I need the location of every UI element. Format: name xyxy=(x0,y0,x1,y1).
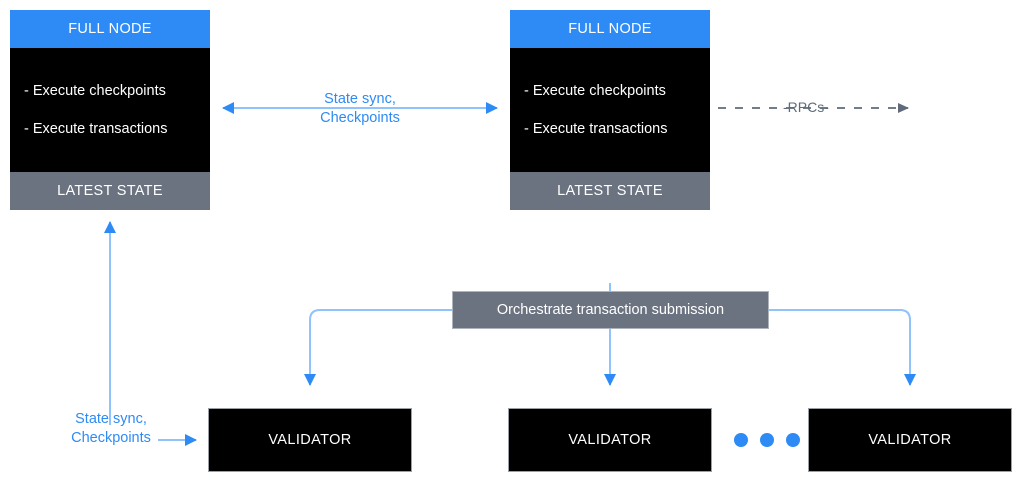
orchestrate-label: Orchestrate transaction submission xyxy=(496,302,725,318)
edge-orchestrator-to-validator-right xyxy=(769,309,916,386)
full-node-header-left: FULL NODE xyxy=(10,10,210,48)
full-node-card-right[interactable]: FULL NODE - Execute checkpoints - Execut… xyxy=(510,10,710,210)
full-node-bullet-execute-transactions: - Execute transactions xyxy=(524,121,668,137)
ellipsis-dot-icon xyxy=(734,433,748,447)
full-node-footer-latest-state-left: LATEST STATE xyxy=(10,172,210,210)
full-node-bullet-execute-checkpoints: - Execute checkpoints xyxy=(24,83,166,99)
edge-label-state-sync-top: State sync, Checkpoints xyxy=(300,90,420,128)
validator-box-3[interactable]: VALIDATOR xyxy=(808,408,1012,472)
full-node-bullet-execute-checkpoints: - Execute checkpoints xyxy=(524,83,666,99)
edge-label-rpcs: -RPCs- xyxy=(783,99,829,115)
edge-orchestrator-to-validator-left xyxy=(304,309,452,386)
full-node-header-right: FULL NODE xyxy=(510,10,710,48)
full-node-body-left: - Execute checkpoints - Execute transact… xyxy=(10,48,210,172)
validator-ellipsis-dots xyxy=(734,433,800,447)
full-node-body-right: - Execute checkpoints - Execute transact… xyxy=(510,48,710,172)
full-node-footer-latest-state-right: LATEST STATE xyxy=(510,172,710,210)
full-node-bullet-execute-transactions: - Execute transactions xyxy=(24,121,168,137)
edge-label-state-sync-bottom: State sync, Checkpoints xyxy=(56,410,166,448)
validator-label: VALIDATOR xyxy=(568,432,652,448)
ellipsis-dot-icon xyxy=(786,433,800,447)
edge-validator-to-fullnode-state-sync xyxy=(104,221,197,446)
orchestrate-transaction-submission-box[interactable]: Orchestrate transaction submission xyxy=(452,291,769,329)
validator-box-1[interactable]: VALIDATOR xyxy=(208,408,412,472)
ellipsis-dot-icon xyxy=(760,433,774,447)
edge-label-state-sync-top-line1: State sync, xyxy=(324,91,396,107)
edge-label-state-sync-top-line2: Checkpoints xyxy=(320,110,400,126)
full-node-card-left[interactable]: FULL NODE - Execute checkpoints - Execut… xyxy=(10,10,210,210)
edge-label-state-sync-bottom-line1: State sync, xyxy=(75,411,147,427)
edge-label-state-sync-bottom-line2: Checkpoints xyxy=(71,430,151,446)
validator-box-2[interactable]: VALIDATOR xyxy=(508,408,712,472)
validator-label: VALIDATOR xyxy=(868,432,952,448)
validator-label: VALIDATOR xyxy=(268,432,352,448)
